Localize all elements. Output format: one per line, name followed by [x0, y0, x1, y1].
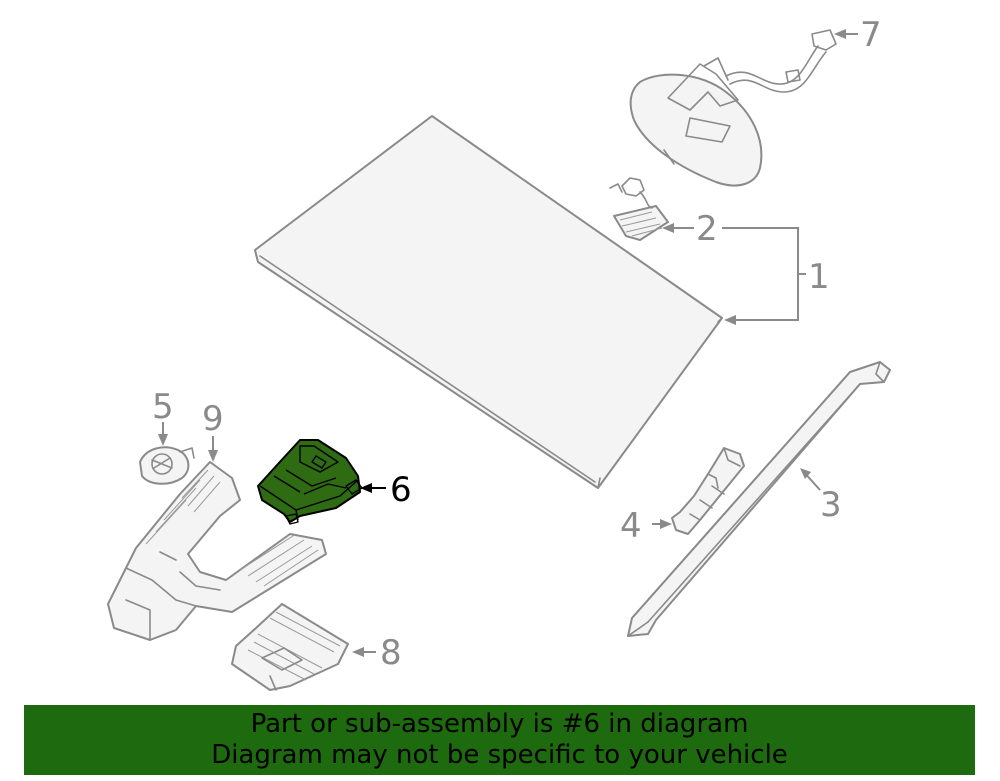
trim-strip-part[interactable]	[627, 361, 891, 637]
rear-view-mirror-part[interactable]	[629, 29, 837, 187]
banner-line-2: Diagram may not be specific to your vehi…	[211, 740, 788, 770]
grommet-part[interactable]	[139, 446, 195, 485]
leader-8-arrow	[352, 647, 364, 657]
bracket-1-arrow	[724, 315, 736, 325]
leader-5-arrow	[158, 434, 168, 446]
leader-4-arrow	[660, 519, 672, 529]
callout-5: 5	[152, 387, 174, 427]
highlighted-module-part-6[interactable]	[257, 439, 363, 525]
rain-sensor-part[interactable]	[609, 177, 669, 241]
info-banner: Part or sub-assembly is #6 in diagram Di…	[24, 705, 975, 775]
bracket-1	[722, 227, 799, 321]
leader-2-arrow	[662, 223, 674, 233]
leader-7-arrow	[834, 29, 846, 39]
callout-3: 3	[820, 485, 842, 525]
callout-7: 7	[860, 15, 882, 55]
banner-line-1: Part or sub-assembly is #6 in diagram	[250, 709, 749, 739]
clip-bracket-part[interactable]	[671, 447, 745, 535]
callout-9: 9	[202, 399, 224, 439]
leader-9-arrow	[208, 450, 218, 462]
callout-2: 2	[696, 209, 718, 249]
callout-1: 1	[808, 257, 830, 297]
overhead-console-part[interactable]	[107, 461, 327, 641]
windshield-part[interactable]	[254, 115, 723, 489]
console-cover-part[interactable]	[231, 603, 349, 691]
leader-3-arrow	[800, 468, 811, 479]
leader-6-arrow	[360, 483, 372, 493]
callout-6: 6	[390, 470, 412, 510]
callout-8: 8	[380, 633, 402, 673]
callout-4: 4	[620, 506, 642, 546]
